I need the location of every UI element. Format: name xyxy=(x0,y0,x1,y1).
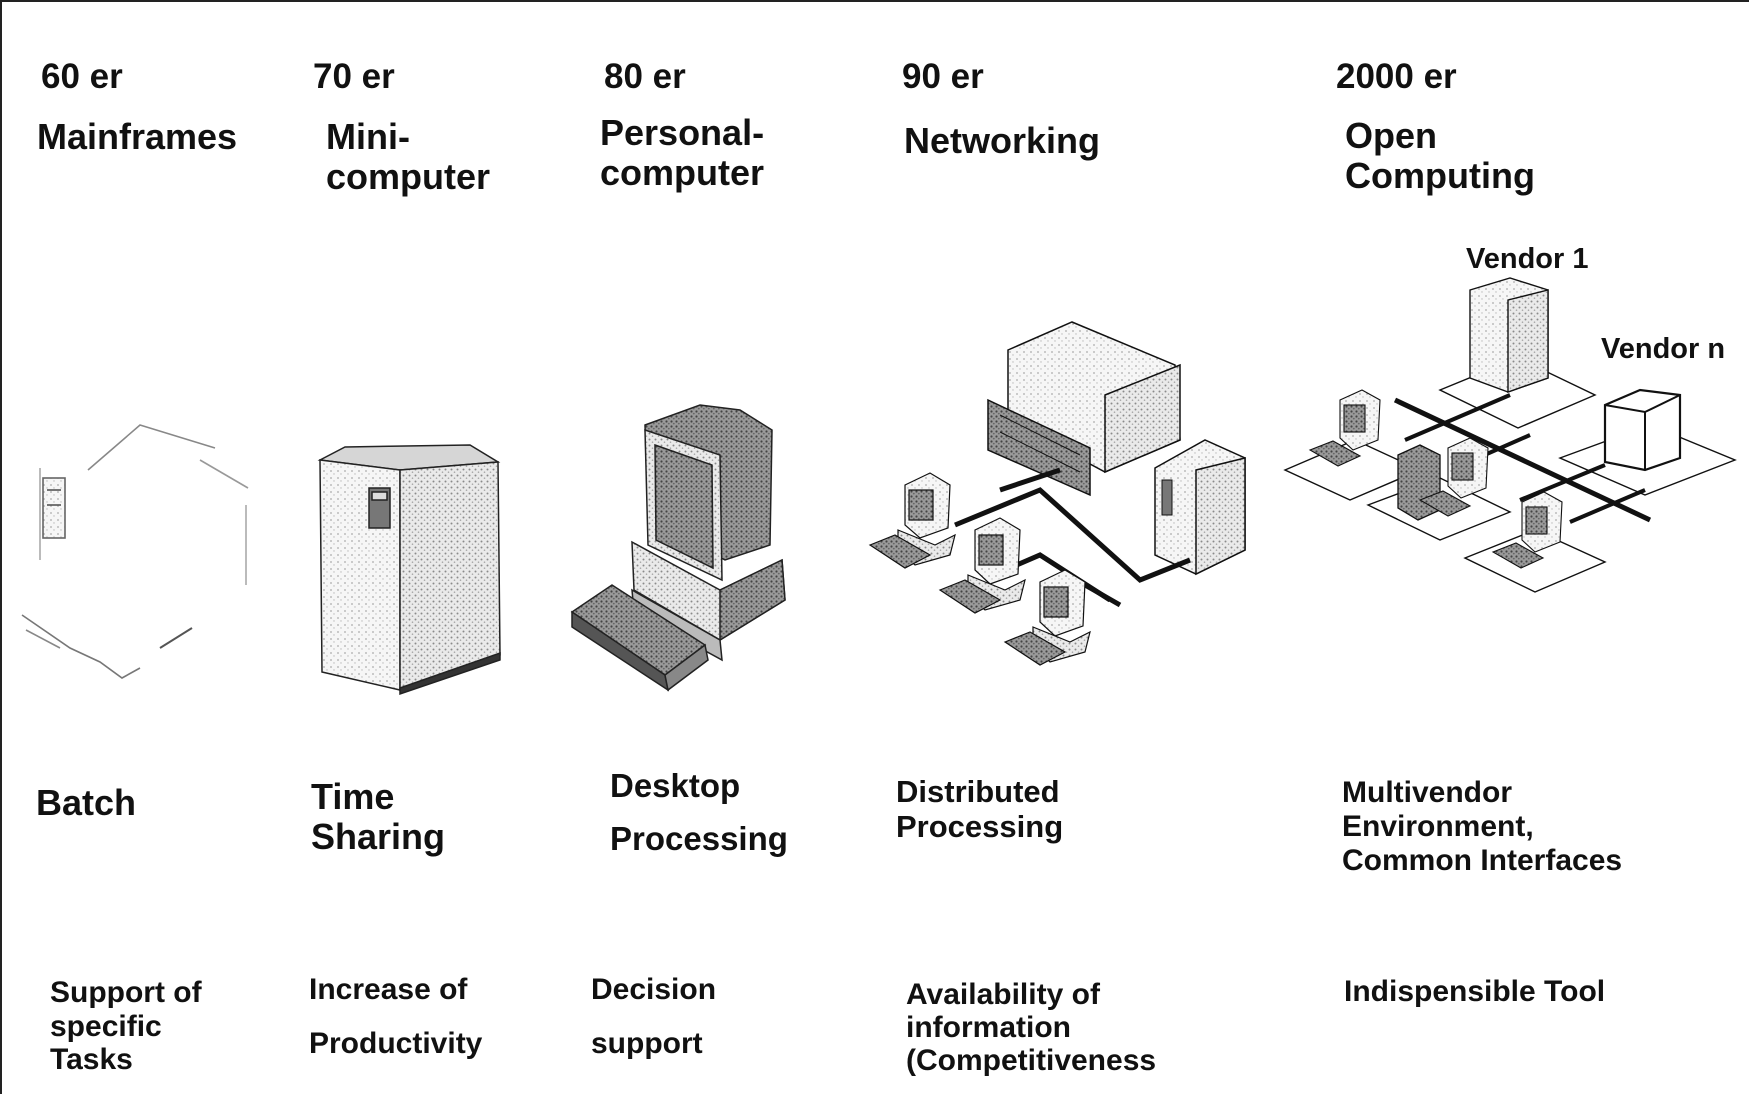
processing-batch: Batch xyxy=(36,782,137,823)
era-label-2000s: 2000 er xyxy=(1336,57,1457,96)
network-icon xyxy=(868,321,1246,666)
vendor-1-label: Vendor 1 xyxy=(1466,243,1589,275)
processing-multivendor: Multivendor Environment, Common Interfac… xyxy=(1342,776,1623,878)
era-title-mainframes: Mainframes xyxy=(37,116,238,157)
benefit-availability: Availability of information (Competitive… xyxy=(906,978,1157,1077)
era-label-90s: 90 er xyxy=(902,57,984,96)
era-title-open-computing: Open Computing xyxy=(1345,115,1535,197)
processing-time-sharing: Time Sharing xyxy=(311,776,446,858)
mainframe-icon xyxy=(21,424,249,679)
personal-computer-icon xyxy=(570,404,786,692)
benefit-indispensible-tool: Indispensible Tool xyxy=(1344,975,1606,1008)
benefit-decision-support: Decision support xyxy=(591,973,717,1060)
benefit-productivity: Increase of Productivity xyxy=(309,973,483,1060)
processing-distributed: Distributed Processing xyxy=(896,774,1064,844)
era-label-70s: 70 er xyxy=(313,57,395,96)
benefit-specific-tasks: Support of specific Tasks xyxy=(50,976,202,1077)
vendor-n-label: Vendor n xyxy=(1601,333,1726,365)
era-title-minicomputer: Mini- computer xyxy=(326,116,491,198)
minicomputer-icon xyxy=(317,444,501,696)
era-title-personal-computer: Personal- computer xyxy=(600,112,765,194)
open-computing-icon xyxy=(1283,277,1737,593)
era-title-networking: Networking xyxy=(904,120,1101,161)
era-label-80s: 80 er xyxy=(604,57,686,96)
era-label-60s: 60 er xyxy=(41,57,123,96)
processing-desktop: Desktop Processing xyxy=(610,767,788,857)
